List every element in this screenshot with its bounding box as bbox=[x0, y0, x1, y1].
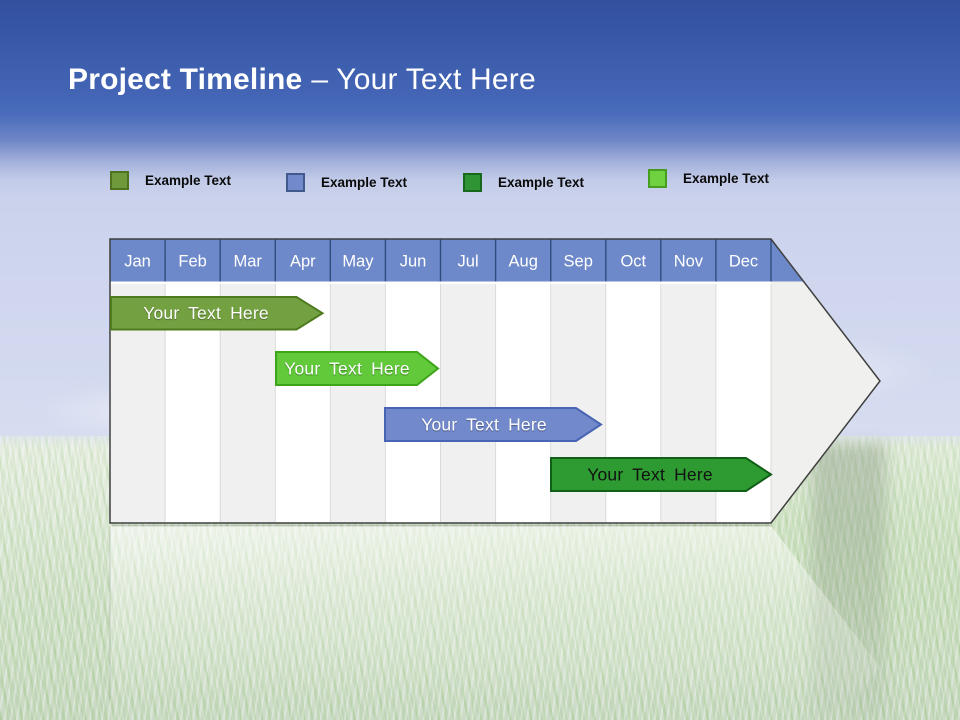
task-bar-shape bbox=[384, 407, 603, 442]
legend-item-1[interactable]: Example Text bbox=[110, 168, 231, 192]
month-label: Jun bbox=[400, 253, 427, 271]
month-header-band bbox=[110, 239, 880, 282]
timeline-table[interactable]: Jan Feb Mar Apr May Jun Jul Aug Sep Oct … bbox=[109, 238, 885, 527]
task-bar-shape bbox=[275, 351, 440, 386]
task-bar-label: Your Text Here bbox=[421, 415, 547, 435]
month-label: Oct bbox=[620, 253, 646, 271]
legend-swatch-green bbox=[463, 172, 482, 192]
task-bar-shape bbox=[550, 457, 773, 492]
legend-label: Example Text bbox=[145, 172, 232, 188]
task-bar-3[interactable]: Your Text Here bbox=[384, 407, 603, 442]
legend-swatch-blue bbox=[286, 172, 305, 192]
month-label: Sep bbox=[564, 253, 593, 271]
task-bar-label: Your Text Here bbox=[284, 359, 410, 379]
task-bar-4[interactable]: Your Text Here bbox=[550, 457, 773, 492]
legend-item-2[interactable]: Example Text bbox=[286, 170, 407, 194]
task-bar-2[interactable]: Your Text Here bbox=[275, 351, 440, 386]
task-bar-shape bbox=[110, 296, 325, 331]
month-label: Nov bbox=[674, 253, 704, 271]
legend-label: Example Text bbox=[498, 174, 585, 190]
legend-swatch-olive bbox=[110, 170, 129, 190]
month-label: Feb bbox=[178, 253, 206, 271]
legend-swatch-lightgreen bbox=[648, 168, 667, 188]
column-may bbox=[330, 284, 386, 523]
month-label: Mar bbox=[233, 253, 262, 271]
timeline-arrow-outline bbox=[109, 238, 881, 524]
month-label: Jul bbox=[458, 253, 479, 271]
month-label: Jan bbox=[124, 253, 151, 271]
month-label: Apr bbox=[290, 253, 316, 271]
task-bar-label: Your Text Here bbox=[587, 465, 713, 485]
table-reflection bbox=[110, 526, 880, 720]
legend-item-4[interactable]: Example Text bbox=[648, 166, 769, 190]
slide-title-main: Project Timeline bbox=[68, 63, 303, 96]
slide-title-subtitle: – Your Text Here bbox=[311, 63, 536, 96]
task-bar-label: Your Text Here bbox=[143, 303, 269, 323]
column-jul bbox=[440, 284, 496, 523]
month-label: Dec bbox=[729, 253, 758, 271]
month-label: May bbox=[342, 253, 374, 271]
legend-label: Example Text bbox=[683, 170, 770, 186]
legend-label: Example Text bbox=[321, 174, 408, 190]
legend-item-3[interactable]: Example Text bbox=[463, 170, 584, 194]
task-bar-1[interactable]: Your Text Here bbox=[110, 296, 325, 331]
month-label: Aug bbox=[509, 253, 538, 271]
slide-title[interactable]: Project Timeline– Your Text Here bbox=[68, 61, 536, 99]
